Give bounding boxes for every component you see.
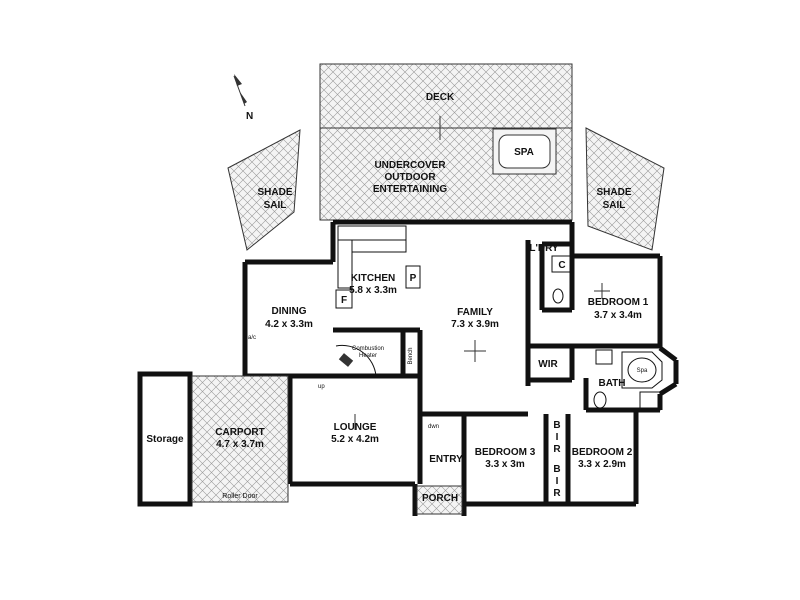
- laundry-label: L'DRY: [529, 243, 559, 254]
- storage-label: Storage: [146, 434, 184, 445]
- heater-icon: [338, 353, 354, 367]
- bir-b-l3: R: [553, 488, 561, 499]
- heater-label-2: Heater: [359, 353, 377, 359]
- bedroom1-dims: 3.7 x 3.4m: [594, 310, 642, 321]
- dining-label: DINING: [272, 306, 307, 317]
- shade-left-label-2: SAIL: [264, 200, 287, 211]
- spa-bath-label: Spa: [637, 368, 648, 374]
- shade-sail-right: [585, 127, 665, 251]
- bedroom2-label: BEDROOM 2: [572, 447, 633, 458]
- roller-door-label: Roller Door: [222, 493, 258, 500]
- heater-arc: [335, 344, 377, 377]
- compass-label: N: [246, 111, 253, 122]
- bir-a-l2: I: [556, 432, 559, 443]
- storage-room: [137, 371, 193, 507]
- bir-b-l1: B: [553, 464, 560, 475]
- bath-toilet-icon: [593, 391, 607, 409]
- shade-right-label-2: SAIL: [603, 200, 626, 211]
- porch-area: [416, 485, 463, 515]
- down-label: dwn: [428, 424, 439, 430]
- carport-area: [191, 375, 289, 503]
- ac-label: a/c: [248, 335, 256, 341]
- bath-label: BATH: [598, 378, 625, 389]
- outdoor-label-3: ENTERTAINING: [373, 184, 447, 195]
- cupboard-label: C: [558, 260, 565, 271]
- bedroom3-label: BEDROOM 3: [475, 447, 536, 458]
- bir-b-l2: I: [556, 476, 559, 487]
- bedroom1-label: BEDROOM 1: [588, 297, 649, 308]
- wir-label: WIR: [538, 359, 558, 370]
- family-label: FAMILY: [457, 307, 493, 318]
- outdoor-label-1: UNDERCOVER: [374, 160, 446, 171]
- bir-a-l1: B: [553, 420, 560, 431]
- house-walls: [242, 219, 679, 516]
- bench-label: Bench: [408, 347, 414, 364]
- shade-right-label-1: SHADE: [596, 187, 631, 198]
- shade-sail-left: [227, 129, 301, 251]
- deck-area: [319, 63, 573, 129]
- dining-dims: 4.2 x 3.3m: [265, 319, 313, 330]
- basin-icon: [595, 349, 613, 365]
- fridge-label: F: [341, 295, 347, 306]
- spa-bath: [621, 351, 663, 389]
- carport-dims: 4.7 x 3.7m: [216, 439, 264, 450]
- toilet-icon: [552, 288, 564, 304]
- kitchen-label: KITCHEN: [351, 273, 395, 284]
- bir-a-l3: R: [553, 444, 561, 455]
- spa-label: SPA: [514, 147, 534, 158]
- north-arrow-icon: [233, 74, 247, 107]
- family-dims: 7.3 x 3.9m: [451, 319, 499, 330]
- cupboard: [551, 255, 573, 273]
- pantry: [405, 265, 421, 289]
- outdoor-label-2: OUTDOOR: [384, 172, 436, 183]
- kitchen-counter: [337, 225, 407, 241]
- up-label: up: [318, 384, 325, 390]
- heater-label-1: Combustion: [352, 346, 384, 352]
- shade-left-label-1: SHADE: [257, 187, 292, 198]
- carport-label: CARPORT: [215, 427, 264, 438]
- fridge: [335, 289, 353, 309]
- bedroom2-dims: 3.3 x 2.9m: [578, 459, 626, 470]
- shower-icon: [639, 391, 661, 411]
- porch-label: PORCH: [422, 493, 458, 504]
- bedroom3-dims: 3.3 x 3m: [485, 459, 525, 470]
- lounge-dims: 5.2 x 4.2m: [331, 434, 379, 445]
- deck-label: DECK: [426, 92, 455, 103]
- kitchen-dims: 5.8 x 3.3m: [349, 285, 397, 296]
- pantry-label: P: [410, 273, 417, 284]
- entry-label: ENTRY: [429, 454, 463, 465]
